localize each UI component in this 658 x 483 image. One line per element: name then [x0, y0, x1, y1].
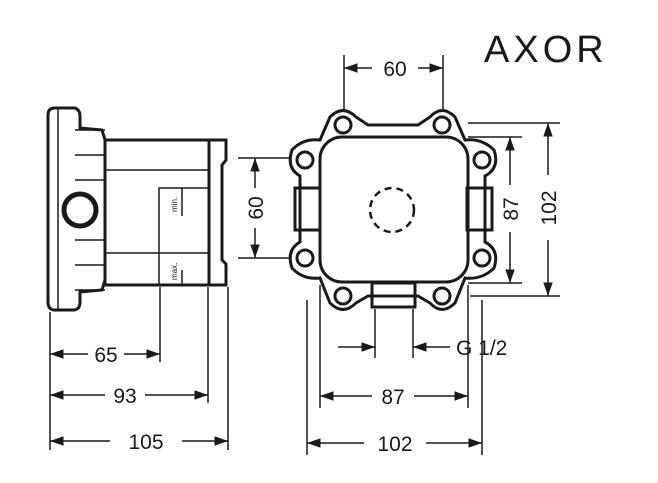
dim-93: 93: [113, 385, 136, 408]
max-label: max.: [170, 263, 179, 280]
axor-logo: AXOR: [484, 29, 608, 71]
front-view: 60 87 102 G 1/2 87 102: [288, 55, 561, 456]
dim-87-bottom: 87: [381, 386, 404, 409]
min-label: min.: [170, 197, 179, 212]
dim-102-vertical: 102: [538, 190, 561, 225]
dim-102-bottom: 102: [377, 433, 412, 456]
dim-60-top: 60: [383, 58, 406, 81]
dim-60-vertical: 60: [245, 196, 268, 219]
dim-87-vertical: 87: [500, 197, 523, 220]
dim-105: 105: [128, 431, 163, 454]
side-view: min. max. 65 93 105 60: [46, 106, 290, 454]
dim-65: 65: [94, 344, 117, 367]
thread-label: G 1/2: [456, 337, 507, 360]
